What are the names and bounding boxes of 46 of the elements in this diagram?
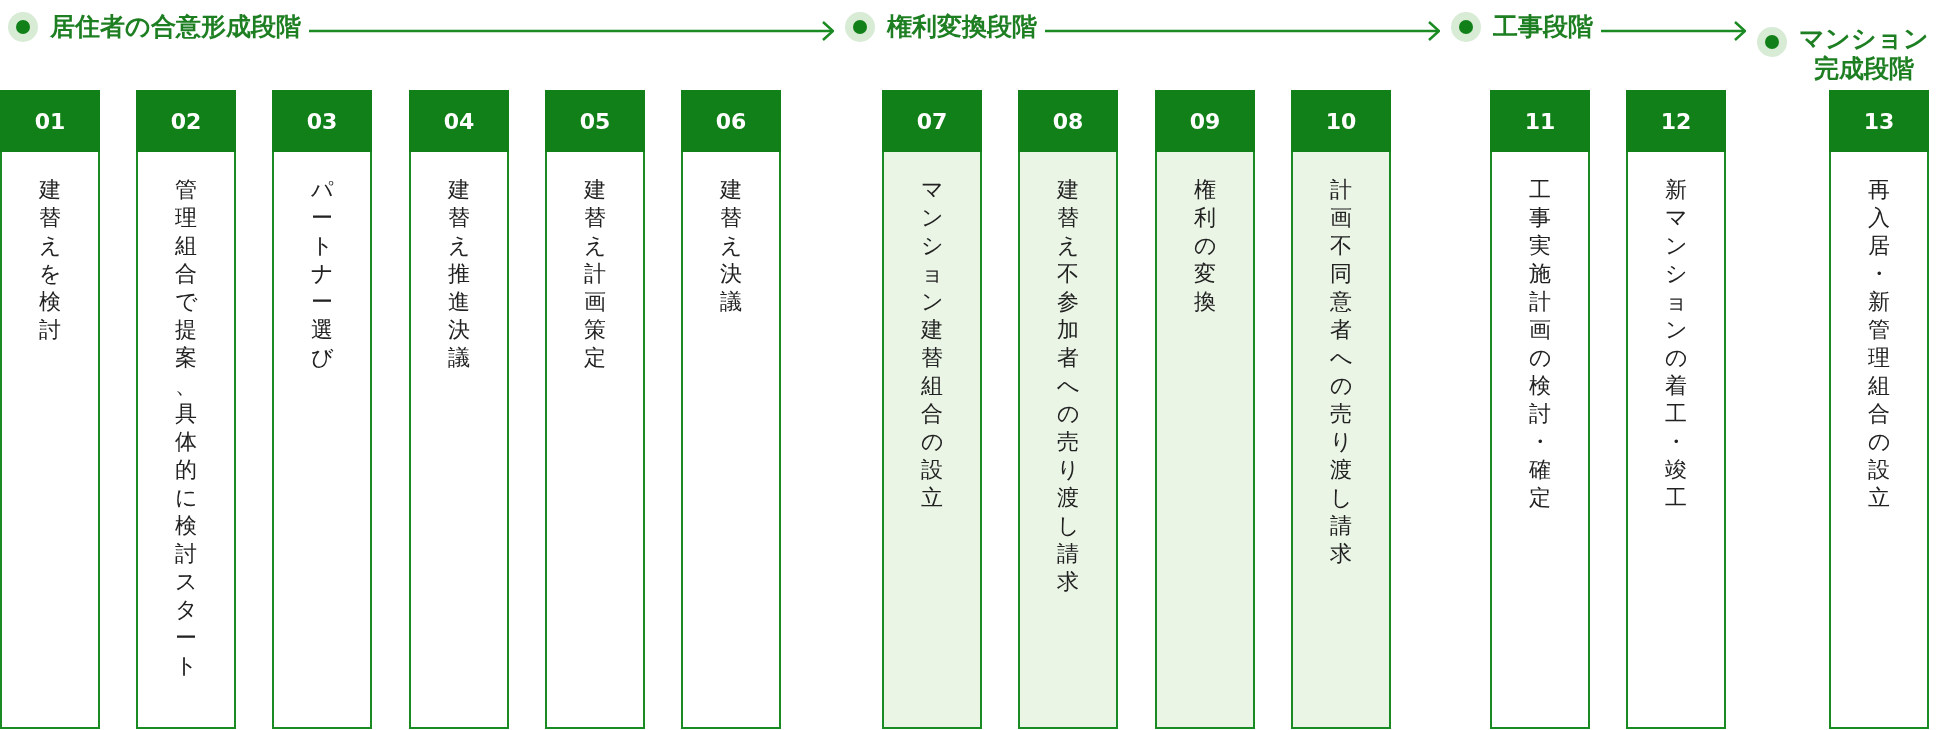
phase-heading: 居住者の合意形成段階 <box>50 12 301 42</box>
step-number: 10 <box>1291 90 1391 152</box>
step-text: 再入居・新管理組合の設立 <box>1867 176 1891 512</box>
step-text: 計画不同意者への売り渡し請求 <box>1329 176 1353 568</box>
step-text: パートナー選び <box>310 176 334 372</box>
step-text: 管理組合で提案、具体的に検討スタート <box>174 176 198 680</box>
step-number: 04 <box>409 90 509 152</box>
step-column <box>1626 90 1726 729</box>
step-column <box>1829 90 1929 729</box>
step-number: 07 <box>882 90 982 152</box>
step-text: 建替え決議 <box>719 176 743 316</box>
step-number: 13 <box>1829 90 1929 152</box>
step-text: マンション建替組合の設立 <box>920 176 944 512</box>
step-text: 建替え計画策定 <box>583 176 607 372</box>
step-column <box>409 90 509 729</box>
step-number: 03 <box>272 90 372 152</box>
phase-heading: 工事段階 <box>1493 12 1593 42</box>
step-text: 建替え推進決議 <box>447 176 471 372</box>
step-number: 02 <box>136 90 236 152</box>
step-column <box>272 90 372 729</box>
step-text: 建替えを検討 <box>38 176 62 344</box>
arrow <box>1601 20 1747 42</box>
step-column <box>882 90 982 729</box>
step-text: 権利の変換 <box>1193 176 1217 316</box>
arrow <box>309 20 835 42</box>
step-number: 06 <box>681 90 781 152</box>
step-number: 08 <box>1018 90 1118 152</box>
step-number: 11 <box>1490 90 1590 152</box>
step-column <box>1018 90 1118 729</box>
step-column <box>681 90 781 729</box>
step-column <box>1490 90 1590 729</box>
step-number: 09 <box>1155 90 1255 152</box>
step-number: 05 <box>545 90 645 152</box>
step-text: 工事実施計画の検討・確定 <box>1528 176 1552 512</box>
step-column <box>1291 90 1391 729</box>
arrow <box>1045 20 1441 42</box>
step-column <box>0 90 100 729</box>
step-number: 01 <box>0 90 100 152</box>
step-text: 建替え不参加者への売り渡し請求 <box>1056 176 1080 596</box>
phase-heading: マンション完成段階 <box>1799 24 1929 84</box>
step-text: 新マンションの着工・竣工 <box>1664 176 1688 512</box>
step-column <box>545 90 645 729</box>
step-column <box>1155 90 1255 729</box>
step-column <box>136 90 236 729</box>
step-number: 12 <box>1626 90 1726 152</box>
phase-heading: 権利変換段階 <box>887 12 1037 42</box>
